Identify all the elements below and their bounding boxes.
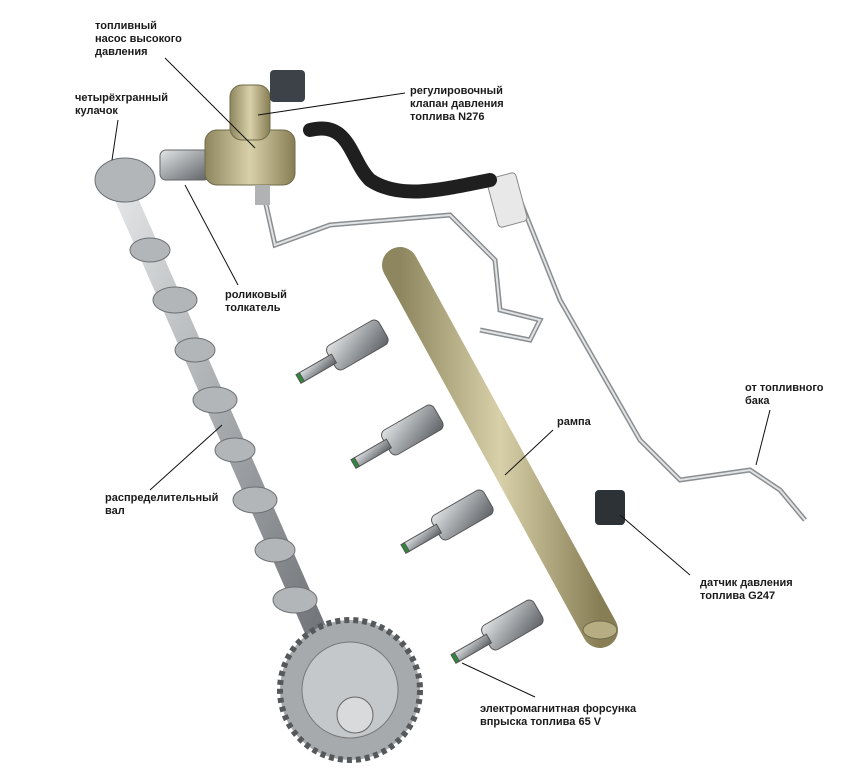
label-line: бака [745,395,770,407]
fuel-rail [382,247,618,648]
label-line: толкатель [225,302,281,314]
label-from-fuel-tank: от топливного бака [745,382,824,408]
label-line: насос высокого [95,33,182,45]
label-line: топлива N276 [410,111,485,123]
label-line: роликовый [225,289,287,301]
pressure-sensor [595,490,625,525]
high-pressure-pump [204,70,305,205]
label-line: кулачок [75,105,118,117]
label-pressure-control-valve: регулировочный клапан давления топлива N… [410,85,504,124]
label-high-pressure-pump: топливный насос высокого давления [95,20,182,59]
label-roller-tappet: роликовый толкатель [225,289,287,315]
label-line: электромагнитная форсунка [480,703,637,715]
low-pressure-hose [303,121,497,199]
label-line: датчик давления [700,577,793,589]
label-line: четырёхгранный [75,92,168,104]
label-line: распределительный [105,492,219,504]
label-line: давления [95,46,148,58]
label-line: топливный [95,20,157,32]
leader-lines [111,57,771,698]
label-pressure-sensor: датчик давления топлива G247 [700,577,793,603]
label-line: от топливного [745,382,824,394]
label-camshaft: распределительный вал [105,492,218,518]
label-line: топлива G247 [700,590,776,602]
injectors [295,319,544,665]
label-line: клапан давления [410,98,504,110]
roller-tappet [159,149,211,181]
label-line: вал [105,505,125,517]
label-four-lobe-cam: четырёхгранный кулачок [75,92,168,118]
label-line: впрыска топлива 65 V [480,716,602,728]
pressure-control-valve-connector [270,70,305,102]
label-fuel-rail: рампа [557,416,591,429]
fuel-line-from-tank [488,177,807,522]
camshaft [94,157,423,763]
label-line: рампа [557,416,591,428]
label-injector: электромагнитная форсунка впрыска топлив… [480,703,636,729]
label-line: регулировочный [410,85,503,97]
